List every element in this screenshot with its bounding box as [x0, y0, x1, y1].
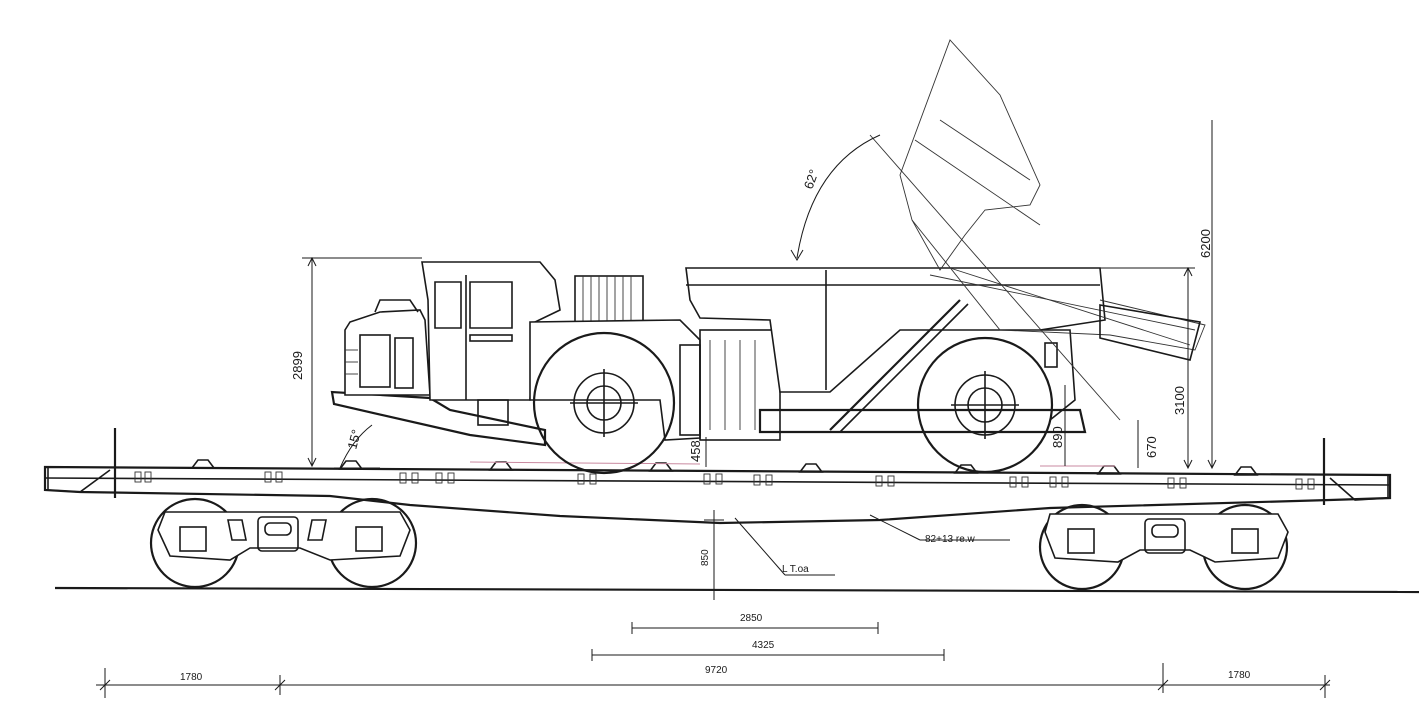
dim-truck-height: 2899 [290, 351, 305, 380]
dim-car-length: 9720 [705, 665, 728, 676]
dim-right-overhang: 1780 [1228, 670, 1251, 681]
mining-truck [330, 39, 1206, 475]
dim-axle-span: 4325 [752, 640, 775, 651]
dim-deck-height: 850 [700, 549, 711, 566]
dim-dump-height: 6200 [1198, 229, 1213, 258]
dim-ground-clearance: 458 [688, 440, 703, 462]
dim-rear-clearance: 890 [1050, 426, 1065, 448]
dim-tail-height: 670 [1144, 436, 1159, 458]
dim-dump-angle: 62° [801, 167, 822, 191]
ground-line [54, 586, 1419, 594]
annotation-deck-label: 82+13 re.w [925, 534, 976, 545]
dim-left-overhang: 1780 [180, 672, 203, 683]
annotation-rail-label: L T.oa [782, 564, 809, 575]
flatcar [43, 428, 1392, 525]
bogie-left [149, 497, 418, 589]
bogie-right [1038, 503, 1289, 591]
dim-wheelbase: 2850 [740, 613, 763, 624]
dimensions: 2899 15° 458 62° 890 670 3100 6200 850 [96, 120, 1331, 698]
dim-approach-angle: 15° [344, 428, 364, 451]
dim-body-height: 3100 [1172, 386, 1187, 415]
